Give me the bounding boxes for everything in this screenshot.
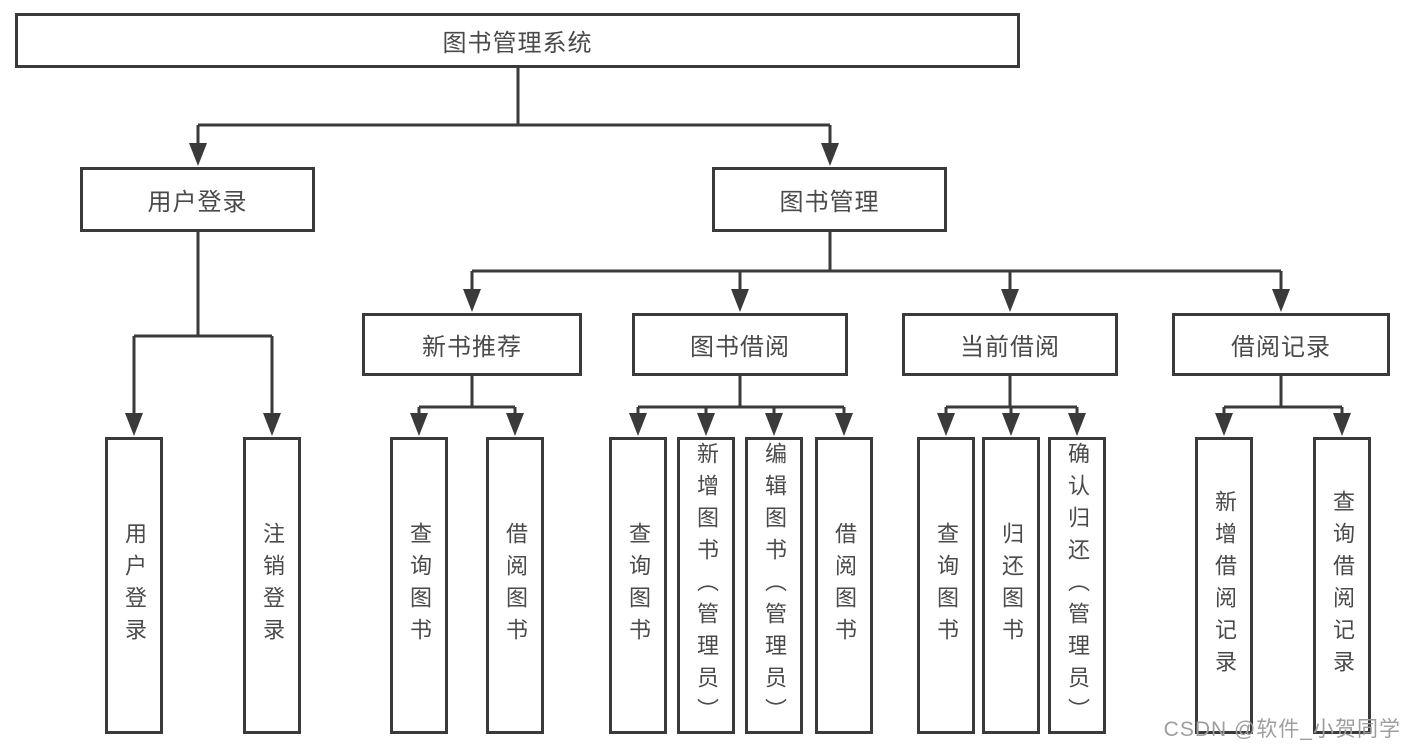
node-label: 注销登录 bbox=[260, 521, 285, 650]
node-user-login: 用户登录 bbox=[80, 167, 315, 232]
leaf-borrow-books-1: 借阅图书 bbox=[486, 437, 544, 734]
connector-root-to-level2 bbox=[196, 67, 832, 146]
connector-book-borrow bbox=[636, 375, 846, 417]
node-label: 编辑图书（管理员） bbox=[762, 441, 787, 730]
leaf-query-books-2: 查询图书 bbox=[609, 437, 667, 734]
node-label: 当前借阅 bbox=[960, 334, 1060, 361]
node-label: 借阅图书 bbox=[503, 521, 528, 650]
node-borrowing-records: 借阅记录 bbox=[1172, 313, 1390, 376]
node-current-borrowing: 当前借阅 bbox=[902, 313, 1118, 376]
leaf-user-login: 用户登录 bbox=[105, 437, 163, 734]
leaf-logout: 注销登录 bbox=[243, 437, 301, 734]
node-library-management-system: 图书管理系统 bbox=[15, 13, 1020, 68]
connector-new-book-rec bbox=[417, 375, 517, 417]
node-label: 查询借阅记录 bbox=[1330, 489, 1355, 682]
node-label: 图书管理系统 bbox=[442, 30, 593, 57]
leaf-edit-books-admin: 编辑图书（管理员） bbox=[745, 437, 803, 734]
node-label: 归还图书 bbox=[999, 521, 1024, 650]
node-book-management: 图书管理 bbox=[712, 167, 947, 232]
node-label: 查询图书 bbox=[626, 521, 651, 650]
leaf-borrow-books-2: 借阅图书 bbox=[815, 437, 873, 734]
node-label: 新增借阅记录 bbox=[1212, 489, 1237, 682]
node-label: 新书推荐 bbox=[422, 334, 522, 361]
node-label: 借阅图书 bbox=[832, 521, 857, 650]
node-label: 图书管理 bbox=[779, 189, 880, 216]
leaf-add-borrow-record: 新增借阅记录 bbox=[1195, 437, 1253, 734]
connector-user-login bbox=[132, 231, 274, 417]
leaf-query-borrow-record: 查询借阅记录 bbox=[1313, 437, 1371, 734]
node-book-borrowing: 图书借阅 bbox=[632, 313, 848, 376]
watermark: CSDN @软件_小贺同学 bbox=[1163, 718, 1401, 741]
node-label: 查询图书 bbox=[407, 521, 432, 650]
node-label: 查询图书 bbox=[934, 521, 959, 650]
connector-current-borrow bbox=[944, 375, 1079, 417]
connector-book-mgmt bbox=[470, 231, 1283, 292]
node-label: 确认归还（管理员） bbox=[1065, 441, 1090, 730]
node-new-book-recommend: 新书推荐 bbox=[362, 313, 582, 376]
node-label: 用户登录 bbox=[147, 189, 248, 216]
node-label: 用户登录 bbox=[122, 521, 147, 650]
leaf-return-books: 归还图书 bbox=[982, 437, 1040, 734]
node-label: 借阅记录 bbox=[1231, 334, 1331, 361]
leaf-query-books-1: 查询图书 bbox=[390, 437, 448, 734]
connector-borrow-records bbox=[1222, 375, 1344, 417]
node-label: 新增图书（管理员） bbox=[694, 441, 719, 730]
node-label: 图书借阅 bbox=[690, 334, 790, 361]
leaf-confirm-return-admin: 确认归还（管理员） bbox=[1048, 437, 1106, 734]
leaf-add-books-admin: 新增图书（管理员） bbox=[677, 437, 735, 734]
leaf-query-books-3: 查询图书 bbox=[917, 437, 975, 734]
